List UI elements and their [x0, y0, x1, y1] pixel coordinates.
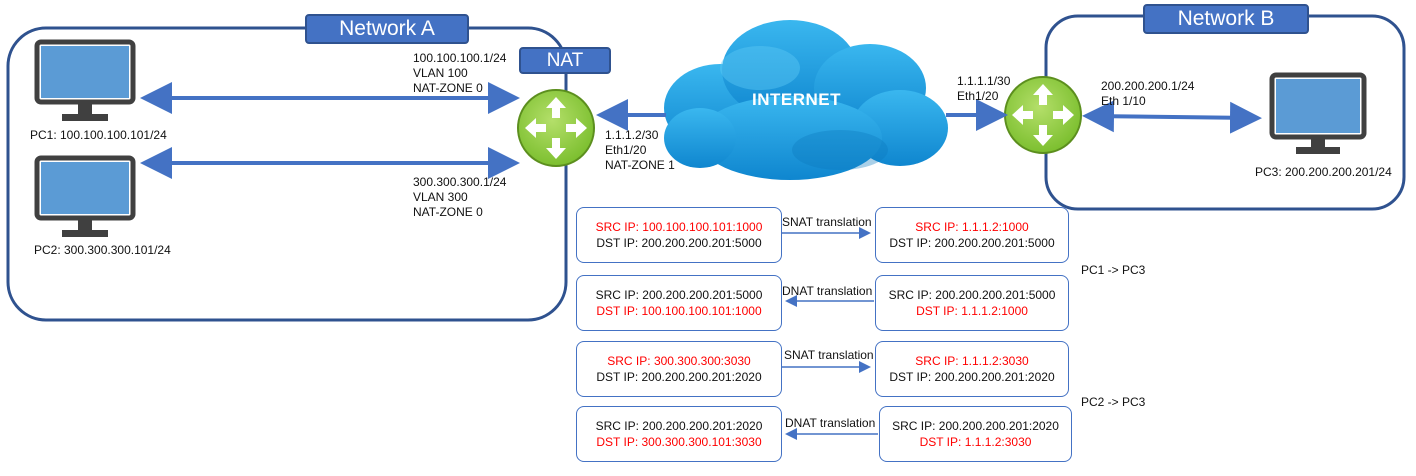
src-prefix: SRC IP:	[595, 419, 643, 433]
packet-before-3: SRC IP: 300.300.300:3030 DST IP: 200.200…	[576, 341, 782, 397]
packet-after-3: SRC IP: 1.1.1.2:3030 DST IP: 200.200.200…	[875, 341, 1069, 397]
dst-prefix: DST IP:	[916, 304, 962, 318]
dst-value: 200.200.200.201:5000	[641, 236, 762, 250]
src-value: 200.200.200.201:2020	[938, 419, 1059, 433]
dst-value: 1.1.1.2:3030	[964, 435, 1032, 449]
translation-label-1: SNAT translation	[782, 215, 872, 229]
nat-vlan300-vlan: VLAN 300	[413, 190, 468, 204]
internet-label: INTERNET	[752, 90, 841, 109]
flow-label-pc2-pc3: PC2 -> PC3	[1081, 395, 1146, 409]
src-prefix: SRC IP:	[607, 354, 654, 368]
network-b-router-icon	[1004, 76, 1082, 154]
network-a-title: Network A	[305, 14, 469, 44]
src-value: 200.200.200.201:2020	[642, 419, 763, 433]
dst-value: 200.200.200.201:2020	[641, 370, 762, 384]
packet-before-2: SRC IP: 200.200.200.201:5000 DST IP: 1.1…	[875, 275, 1069, 331]
translation-label-4: DNAT translation	[785, 416, 876, 430]
dst-value: 100.100.100.101:1000	[641, 304, 762, 318]
translation-label-3: SNAT translation	[784, 348, 874, 362]
nat-vlan100-vlan: VLAN 100	[413, 66, 468, 80]
src-prefix: SRC IP:	[892, 419, 939, 433]
nat-vlan300-zone: NAT-ZONE 0	[413, 205, 483, 219]
network-a-boundary	[6, 26, 568, 322]
pc3-monitor-icon	[1269, 72, 1367, 154]
nat-vlan100-zone: NAT-ZONE 0	[413, 81, 483, 95]
nat-router-icon	[517, 89, 595, 167]
src-value: 200.200.200.201:5000	[935, 288, 1056, 302]
pc1-label: PC1: 100.100.100.101/24	[30, 128, 167, 142]
dst-prefix: DST IP:	[889, 370, 935, 384]
router-b-inside-interface: 200.200.200.1/24 Eth 1/10	[1101, 79, 1194, 109]
src-value: 200.200.200.201:5000	[642, 288, 763, 302]
nat-outside-port: Eth1/20	[605, 143, 647, 157]
dst-prefix: DST IP:	[889, 236, 935, 250]
packet-after-1: SRC IP: 1.1.1.2:1000 DST IP: 200.200.200…	[875, 207, 1069, 263]
router-b-inside-ip: 200.200.200.1/24	[1101, 79, 1195, 93]
router-b-inside-port: Eth 1/10	[1101, 94, 1146, 108]
nat-vlan300-ip: 300.300.300.1/24	[413, 175, 507, 189]
network-b-title: Network B	[1143, 4, 1309, 34]
src-prefix: SRC IP:	[595, 288, 643, 302]
nat-vlan100-ip: 100.100.100.1/24	[413, 51, 507, 65]
src-value: 1.1.1.2:3030	[961, 354, 1029, 368]
packet-after-4: SRC IP: 200.200.200.201:2020 DST IP: 300…	[576, 406, 782, 462]
dst-prefix: DST IP:	[596, 236, 642, 250]
nat-outside-interface: 1.1.1.2/30 Eth1/20 NAT-ZONE 1	[605, 128, 675, 173]
nat-outside-zone: NAT-ZONE 1	[605, 158, 675, 172]
pc1-monitor-icon	[34, 39, 136, 121]
flow-label-pc1-pc3: PC1 -> PC3	[1081, 263, 1146, 277]
src-value: 100.100.100.101:1000	[642, 220, 763, 234]
nat-outside-ip: 1.1.1.2/30	[605, 128, 659, 142]
pc2-monitor-icon	[34, 155, 136, 237]
src-value: 300.300.300:3030	[653, 354, 751, 368]
pc3-label: PC3: 200.200.200.201/24	[1255, 165, 1392, 179]
router-b-to-pc3-link	[1082, 100, 1262, 134]
dst-value: 200.200.200.201:5000	[934, 236, 1055, 250]
src-prefix: SRC IP:	[915, 220, 962, 234]
dst-value: 300.300.300.101:3030	[641, 435, 762, 449]
packet-before-1: SRC IP: 100.100.100.101:1000 DST IP: 200…	[576, 207, 782, 263]
packet-before-4: SRC IP: 200.200.200.201:2020 DST IP: 1.1…	[879, 406, 1072, 462]
dst-prefix: DST IP:	[596, 435, 642, 449]
nat-vlan100-interface: 100.100.100.1/24 VLAN 100 NAT-ZONE 0	[413, 51, 506, 96]
translation-label-2: DNAT translation	[782, 284, 873, 298]
router-b-outside-interface: 1.1.1.1/30 Eth1/20	[957, 74, 1010, 104]
src-prefix: SRC IP:	[888, 288, 936, 302]
router-b-outside-port: Eth1/20	[957, 89, 999, 103]
nat-title: NAT	[519, 47, 611, 74]
src-value: 1.1.1.2:1000	[961, 220, 1029, 234]
dst-value: 1.1.1.2:1000	[961, 304, 1028, 318]
internet-cloud-icon	[664, 20, 948, 180]
dst-prefix: DST IP:	[596, 370, 642, 384]
src-prefix: SRC IP:	[595, 220, 643, 234]
dst-value: 200.200.200.201:2020	[934, 370, 1055, 384]
dst-prefix: DST IP:	[596, 304, 642, 318]
packet-after-2: SRC IP: 200.200.200.201:5000 DST IP: 100…	[576, 275, 782, 331]
pc2-label: PC2: 300.300.300.101/24	[34, 243, 171, 257]
router-b-outside-ip: 1.1.1.1/30	[957, 74, 1011, 88]
dst-prefix: DST IP:	[919, 435, 965, 449]
src-prefix: SRC IP:	[915, 354, 962, 368]
nat-vlan300-interface: 300.300.300.1/24 VLAN 300 NAT-ZONE 0	[413, 175, 506, 220]
